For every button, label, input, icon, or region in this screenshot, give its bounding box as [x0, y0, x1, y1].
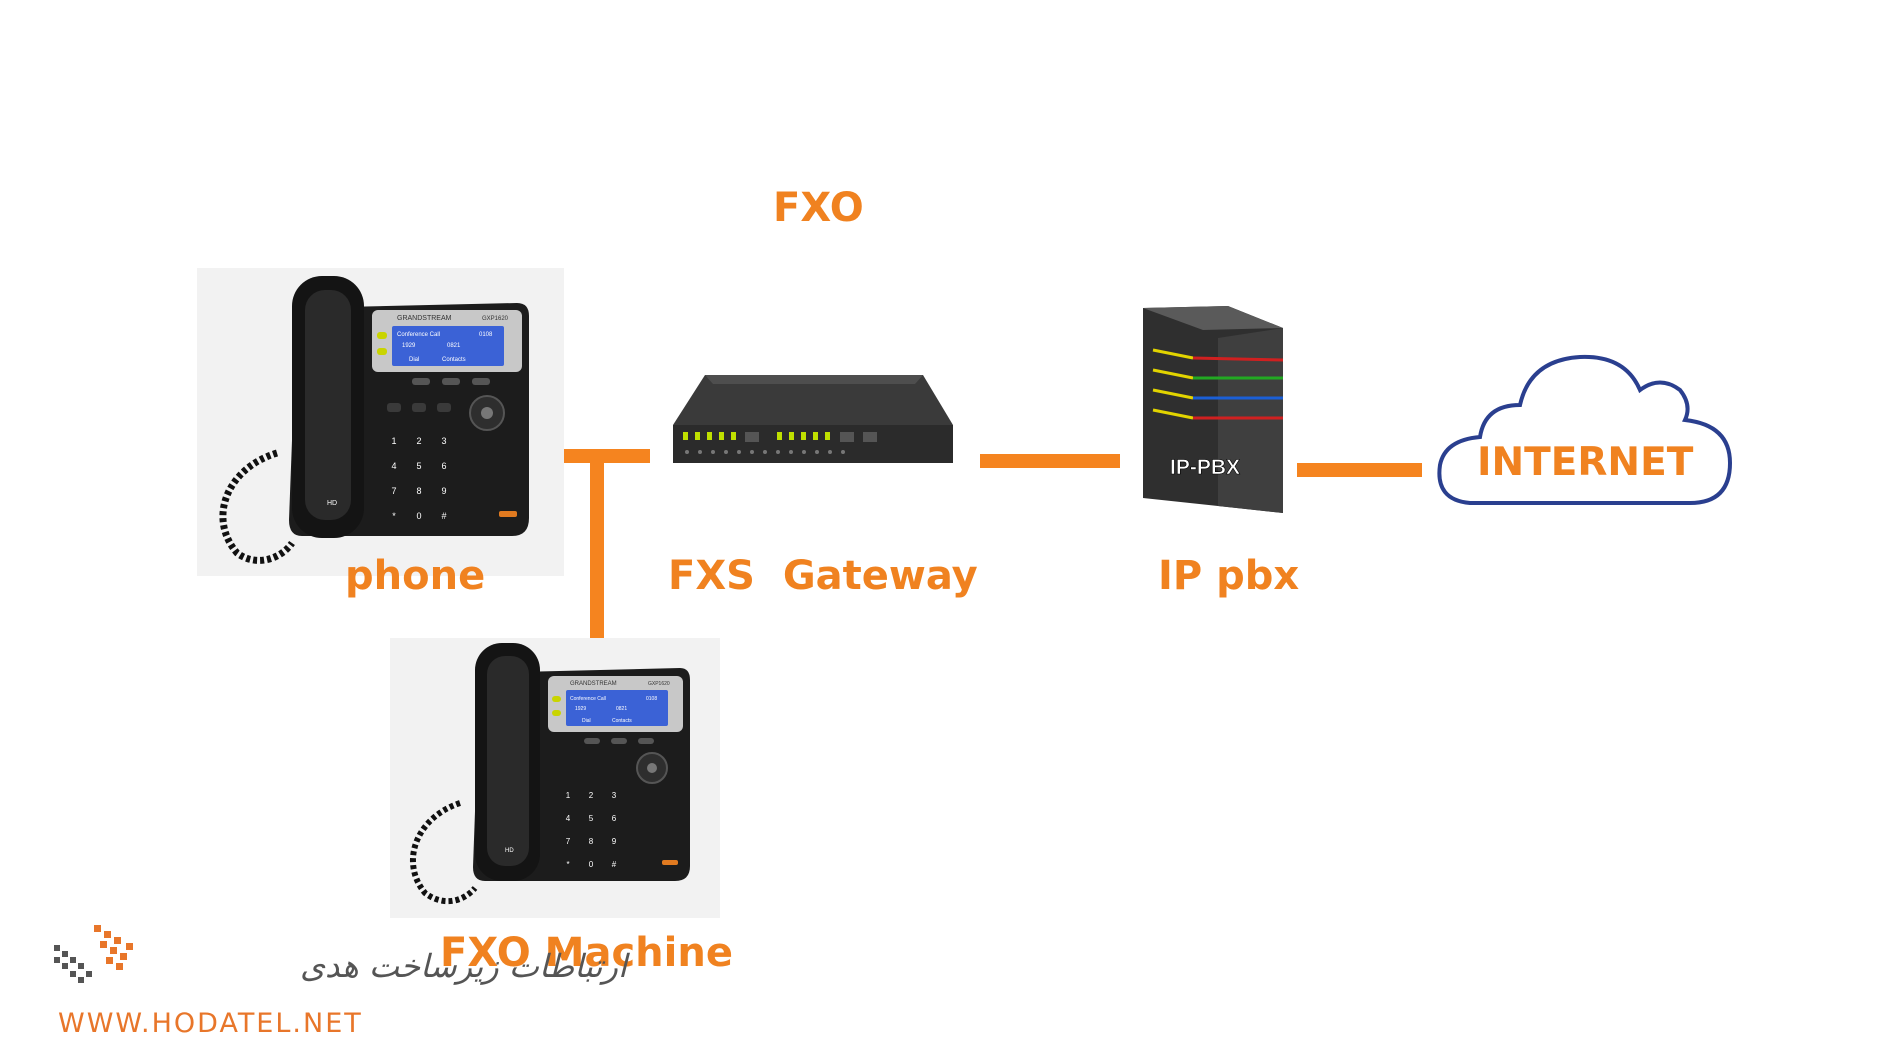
svg-text:#: # [441, 511, 446, 521]
desk-phone-icon: GRANDSTREAM GXP1620 Conference Call 0108… [197, 268, 564, 576]
svg-text:5: 5 [416, 461, 421, 471]
company-persian-name: ارتباطات زیرساخت هدی [300, 947, 627, 985]
fxo-top-label: FXO [773, 185, 864, 231]
svg-text:8: 8 [416, 486, 421, 496]
svg-text:#: # [612, 860, 617, 869]
desk-phone-icon: GRANDSTREAM GXP1620 Conference Call 0108… [390, 638, 720, 918]
company-website-link[interactable]: WWW.HODATEL.NET [58, 1008, 363, 1039]
phone-softkey-right: Contacts [612, 718, 632, 724]
connector-vertical-fxo-machine [590, 455, 604, 660]
server-badge-text: IP-PBX [1170, 456, 1240, 479]
phone-label: phone [345, 553, 486, 599]
gateway-device-icon [665, 370, 960, 470]
server-tower-icon: IP-PBX [1133, 298, 1291, 518]
connector-ippbx-internet [1297, 463, 1422, 477]
svg-text:3: 3 [441, 436, 446, 446]
phone-model-text: GXP1620 [648, 681, 670, 687]
svg-text:2: 2 [589, 791, 594, 800]
ippbx-label: IP pbx [1158, 553, 1300, 599]
svg-text:1: 1 [566, 791, 571, 800]
svg-text:9: 9 [441, 486, 446, 496]
phone-screen-ext-b: 0821 [616, 706, 627, 712]
phone-brand-text: GRANDSTREAM [570, 681, 617, 687]
phone-hd-badge: HD [327, 500, 337, 507]
phone-screen-ext-a: 1929 [575, 706, 586, 712]
phone-screen-line1: Conference Call [397, 332, 440, 338]
fxo-machine-label: FXO Machine [440, 930, 733, 976]
cloud-icon: INTERNET [1430, 345, 1740, 510]
phone-screen-ext-a: 1929 [402, 343, 416, 349]
phone-brand-text: GRANDSTREAM [397, 315, 452, 322]
svg-text:4: 4 [566, 814, 571, 823]
svg-text:3: 3 [612, 791, 617, 800]
svg-text:4: 4 [391, 461, 396, 471]
svg-text:*: * [392, 511, 396, 521]
phone-screen-time: 0108 [646, 696, 657, 702]
internet-label: INTERNET [1477, 440, 1694, 485]
svg-text:0: 0 [589, 860, 594, 869]
svg-text:8: 8 [589, 837, 594, 846]
phone-softkey-left: Dial [582, 718, 591, 724]
phone-screen-time: 0108 [479, 332, 493, 338]
svg-text:*: * [566, 860, 569, 869]
phone-softkey-left: Dial [409, 357, 419, 363]
svg-text:2: 2 [416, 436, 421, 446]
svg-text:7: 7 [391, 486, 396, 496]
phone-screen-line1: Conference Call [570, 696, 606, 702]
svg-text:1: 1 [391, 436, 396, 446]
phone-hd-badge: HD [505, 848, 514, 854]
connector-gateway-ippbx [980, 454, 1120, 468]
company-logo-icon [50, 915, 140, 995]
svg-text:6: 6 [612, 814, 617, 823]
svg-text:0: 0 [416, 511, 421, 521]
phone-screen-ext-b: 0821 [447, 343, 461, 349]
phone-softkey-right: Contacts [442, 357, 466, 363]
gateway-label: FXS Gateway [668, 553, 978, 599]
phone-model-text: GXP1620 [482, 316, 509, 322]
svg-text:5: 5 [589, 814, 594, 823]
svg-text:7: 7 [566, 837, 571, 846]
svg-text:6: 6 [441, 461, 446, 471]
svg-text:9: 9 [612, 837, 617, 846]
